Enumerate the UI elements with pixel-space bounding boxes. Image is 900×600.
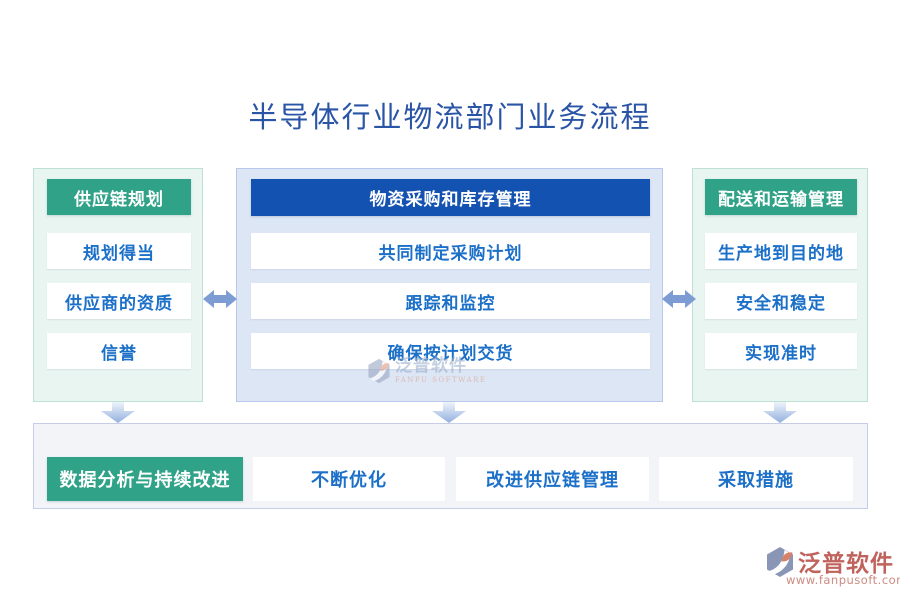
down-arrow-icon <box>763 402 797 423</box>
down-arrow-icon <box>101 402 135 423</box>
panel-header-procurement-inventory: 物资采购和库存管理 <box>251 179 650 216</box>
node-tracking-monitoring: 跟踪和监控 <box>251 283 650 319</box>
brand-logo: 泛普软件 www.fanpusoft.com <box>764 546 900 590</box>
fanpu-logo-icon <box>764 546 796 578</box>
node-take-measures: 采取措施 <box>659 457 853 501</box>
node-safe-stable: 安全和稳定 <box>705 283 857 319</box>
node-joint-procurement-plan: 共同制定采购计划 <box>251 233 650 269</box>
node-proper-planning: 规划得当 <box>47 233 191 269</box>
panel-header-supply-chain-planning: 供应链规划 <box>47 179 191 215</box>
node-continuous-optimization: 不断优化 <box>253 457 445 501</box>
node-reputation: 信誉 <box>47 333 191 369</box>
down-arrow-icon <box>432 402 466 423</box>
panel-supply-chain-planning: 供应链规划 规划得当 供应商的资质 信誉 <box>33 168 203 402</box>
node-improve-supply-chain: 改进供应链管理 <box>456 457 649 501</box>
double-arrow-icon <box>662 287 696 311</box>
node-supplier-qualification: 供应商的资质 <box>47 283 191 319</box>
panel-procurement-inventory: 物资采购和库存管理 共同制定采购计划 跟踪和监控 确保按计划交货 <box>236 168 663 402</box>
node-on-time: 实现准时 <box>705 333 857 369</box>
panel-header-data-analysis: 数据分析与持续改进 <box>47 457 243 501</box>
node-origin-to-destination: 生产地到目的地 <box>705 233 857 269</box>
brand-website: www.fanpusoft.com <box>786 573 900 587</box>
page-title: 半导体行业物流部门业务流程 <box>248 100 652 134</box>
panel-distribution-transport: 配送和运输管理 生产地到目的地 安全和稳定 实现准时 <box>692 168 868 402</box>
panel-data-analysis: 数据分析与持续改进 不断优化 改进供应链管理 采取措施 <box>33 423 868 509</box>
double-arrow-icon <box>203 287 237 311</box>
node-on-schedule-delivery: 确保按计划交货 <box>251 333 650 369</box>
panel-header-distribution-transport: 配送和运输管理 <box>705 179 857 215</box>
brand-name: 泛普软件 <box>798 550 894 577</box>
